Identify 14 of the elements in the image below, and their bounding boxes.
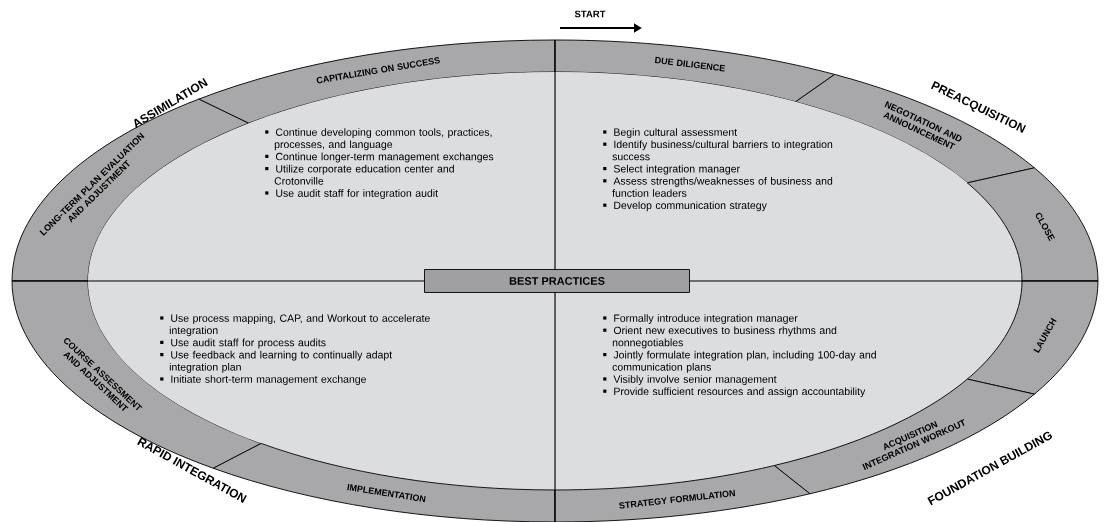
title-box: BEST PRACTICES <box>424 269 690 293</box>
ring-segment: DUE DILIGENCE <box>554 39 836 103</box>
node-label: Begin cultural assessment <box>614 128 738 138</box>
node-label: Select integration manager <box>613 164 740 175</box>
node-label: Jointly formulate integration plan, including 100-day and communication plans <box>612 350 876 373</box>
node-label: Formally introduce integration manager <box>614 314 798 324</box>
node-label: Orient new executives to business rhythms and nonnegotiables <box>612 326 837 349</box>
ring-segment: STRATEGY FORMULATION <box>554 465 811 522</box>
node-label: Use audit staff for integration audit <box>276 189 438 199</box>
node-label: Develop communication strategy <box>614 201 767 212</box>
node-label: Utilize corporate education center and Crotonville <box>274 164 454 185</box>
node-label: Continue longer-term management exchanges <box>275 152 494 163</box>
start-label: START <box>574 10 606 18</box>
node-label: Continue developing common tools, practices, processes, and language <box>274 128 492 151</box>
